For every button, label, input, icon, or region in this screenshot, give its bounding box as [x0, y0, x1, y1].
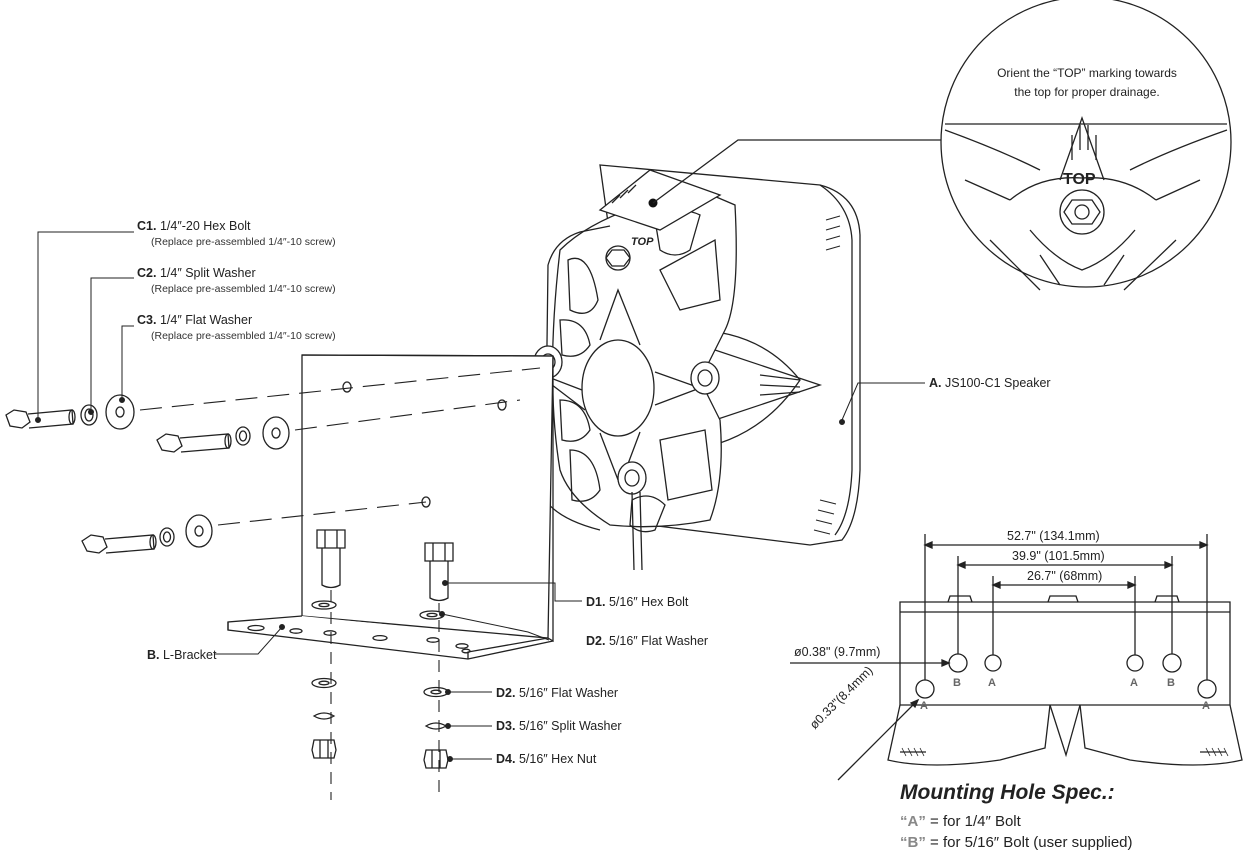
label-d2-lower: D2. 5/16″ Flat Washer [496, 686, 619, 700]
dimension-hole-b: ø0.38" (9.7mm) [794, 645, 881, 659]
label-d3: D3. 5/16″ Split Washer [496, 719, 622, 733]
label-d2-upper: D2. 5/16″ Flat Washer [586, 634, 709, 648]
hole-letter-a: A [920, 700, 928, 712]
speaker-illustration [533, 164, 861, 571]
hole-letter-b: B [953, 677, 961, 689]
speaker-top-mark: TOP [631, 236, 654, 248]
label-b-bracket: B. L-Bracket [147, 648, 217, 662]
c-hardware-illustration [5, 394, 290, 554]
note-c2: (Replace pre-assembled 1/4″-10 screw) [151, 283, 336, 295]
dimension-inner: 26.7" (68mm) [1027, 569, 1103, 583]
label-c3: C3. 1/4″ Flat Washer [137, 313, 253, 327]
d-hardware-illustration [311, 529, 454, 769]
label-c2: C2. 1/4″ Split Washer [137, 266, 256, 280]
label-a-speaker: A. JS100-C1 Speaker [929, 376, 1051, 390]
label-d4: D4. 5/16″ Hex Nut [496, 752, 597, 766]
l-bracket-illustration [227, 354, 554, 660]
callout-note-line1: Orient the “TOP” marking towards [997, 66, 1177, 80]
hole-letter-b: B [1167, 677, 1175, 689]
dimension-middle: 39.9" (101.5mm) [1012, 549, 1105, 563]
note-c1: (Replace pre-assembled 1/4″-10 screw) [151, 236, 336, 248]
mounting-hole-spec-diagram [790, 534, 1243, 781]
callout-detail [940, 0, 1232, 291]
dimension-outer: 52.7" (134.1mm) [1007, 529, 1100, 543]
label-c1: C1. 1/4″-20 Hex Bolt [137, 219, 251, 233]
hole-letter-a: A [1202, 700, 1210, 712]
label-d1: D1. 5/16″ Hex Bolt [586, 595, 689, 609]
spec-line-a: “A” = for 1/4″ Bolt [900, 813, 1021, 830]
hole-letter-a: A [988, 677, 996, 689]
spec-title: Mounting Hole Spec.: [900, 781, 1115, 804]
note-c3: (Replace pre-assembled 1/4″-10 screw) [151, 330, 336, 342]
callout-top-mark: TOP [1063, 171, 1096, 188]
callout-note: Orient the “TOP” marking towards the top… [957, 64, 1217, 102]
hole-letter-a: A [1130, 677, 1138, 689]
spec-line-b: “B” = for 5/16″ Bolt (user supplied) [900, 834, 1133, 851]
callout-note-line2: the top for proper drainage. [1014, 85, 1160, 99]
